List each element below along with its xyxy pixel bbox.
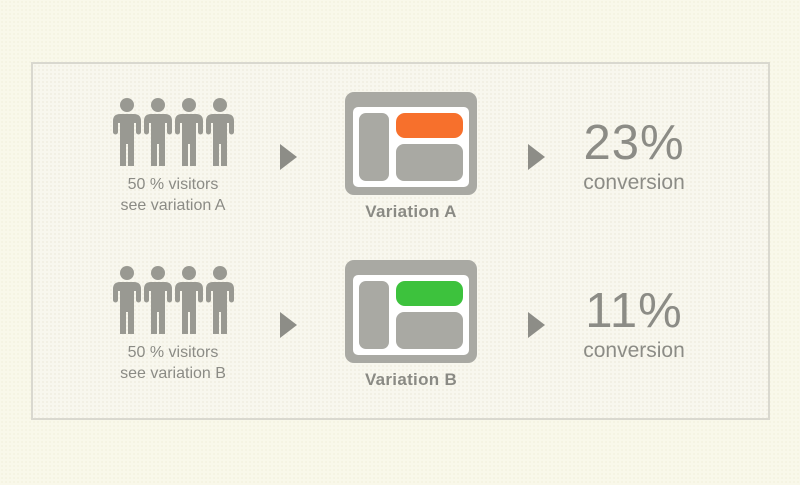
webpage-mockup [345, 91, 477, 195]
conversion-label: conversion [583, 171, 685, 194]
visitor-icons-a [112, 97, 234, 166]
conversion-value: 23% [583, 116, 685, 170]
mockup-highlight-block [396, 112, 463, 138]
variation-b-row: 50 % visitors see variation B [33, 241, 768, 418]
visitors-caption-line2: see variation A [120, 196, 226, 214]
arrow-right-icon [279, 143, 297, 170]
visitors-caption-b: 50 % visitors see variation B [120, 342, 226, 384]
person-icon [112, 265, 141, 334]
webpage-mockup [345, 259, 477, 363]
mockup-right-column [396, 112, 463, 181]
arrow-right-icon [279, 311, 297, 338]
person-icon [143, 265, 172, 334]
conversion-label: conversion [583, 339, 685, 362]
person-icon [112, 97, 141, 166]
arrow-right-icon [527, 143, 545, 170]
visitors-caption-line1: 50 % visitors [127, 343, 219, 361]
variation-label: Variation B [364, 369, 458, 389]
variation-b-preview: Variation B [308, 259, 514, 390]
person-icon [205, 265, 234, 334]
infographic-panel: 50 % visitors see variation A [31, 62, 770, 420]
mockup-body-block [396, 143, 463, 181]
mockup-sidebar-block [359, 112, 389, 181]
arrow-right-icon [527, 311, 545, 338]
mockup-content-area [353, 106, 469, 187]
mockup-content-area [353, 274, 469, 355]
visitors-caption-line2: see variation B [120, 364, 226, 382]
visitors-caption-a: 50 % visitors see variation A [121, 174, 226, 216]
conversion-result-a: 23% conversion [558, 117, 710, 196]
visitors-caption-line1: 50 % visitors [127, 175, 219, 193]
mockup-sidebar-block [359, 280, 389, 349]
variation-a-preview: Variation A [308, 91, 514, 222]
visitors-group-a: 50 % visitors see variation A [78, 97, 268, 216]
person-icon [174, 265, 203, 334]
person-icon [143, 97, 172, 166]
visitors-group-b: 50 % visitors see variation B [78, 265, 268, 384]
variation-a-row: 50 % visitors see variation A [33, 64, 768, 241]
visitor-icons-b [112, 265, 234, 334]
conversion-value: 11% [585, 284, 683, 338]
mockup-highlight-block [396, 280, 463, 306]
person-icon [205, 97, 234, 166]
variation-label: Variation A [365, 201, 457, 221]
person-icon [174, 97, 203, 166]
conversion-result-b: 11% conversion [558, 285, 710, 364]
mockup-body-block [396, 311, 463, 349]
mockup-right-column [396, 280, 463, 349]
